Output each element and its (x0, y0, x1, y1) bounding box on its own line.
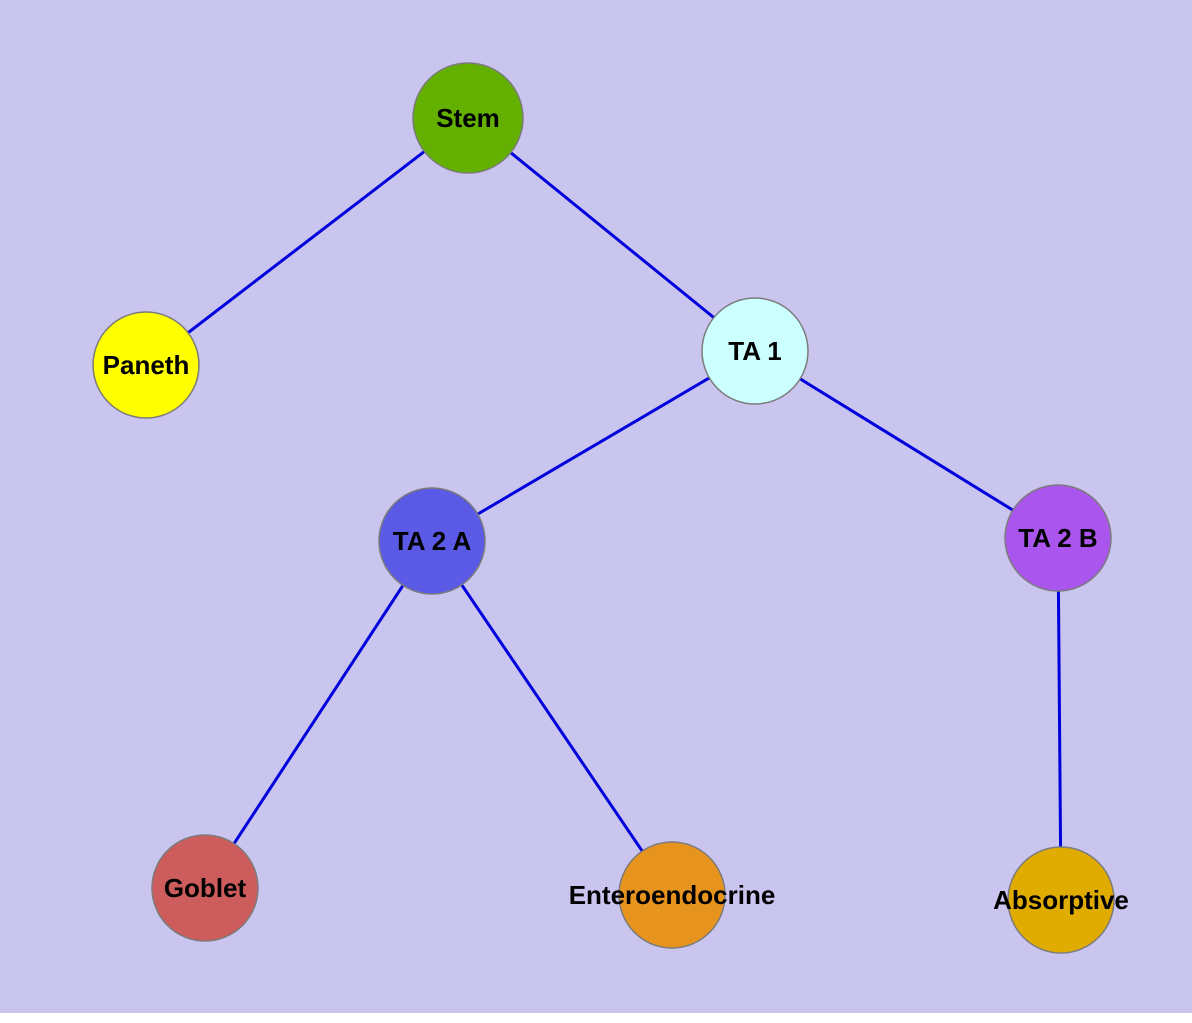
edge-ta1-ta2a (431, 349, 756, 543)
node-circle-ta2a (378, 487, 486, 595)
edge-stem-paneth (145, 116, 469, 367)
node-circle-goblet (151, 834, 259, 942)
node-ta1: TA 1 (701, 297, 809, 405)
edge-ta2b-absorptive (1056, 537, 1063, 901)
node-circle-stem (412, 62, 524, 174)
node-circle-paneth (92, 311, 200, 419)
edge-ta1-ta2b (754, 349, 1059, 540)
edge-ta2a-goblet (203, 540, 434, 889)
node-circle-ta2b (1004, 484, 1112, 592)
node-circle-enteroendocrine (618, 841, 726, 949)
node-ta2a: TA 2 A (378, 487, 486, 595)
node-paneth: Paneth (92, 311, 200, 419)
node-circle-absorptive (1007, 846, 1115, 954)
edge-ta2a-enteroendocrine (430, 540, 674, 896)
node-goblet: Goblet (151, 834, 259, 942)
node-stem: Stem (412, 62, 524, 174)
edge-stem-ta1 (467, 116, 756, 353)
node-circle-ta1 (701, 297, 809, 405)
node-ta2b: TA 2 B (1004, 484, 1112, 592)
